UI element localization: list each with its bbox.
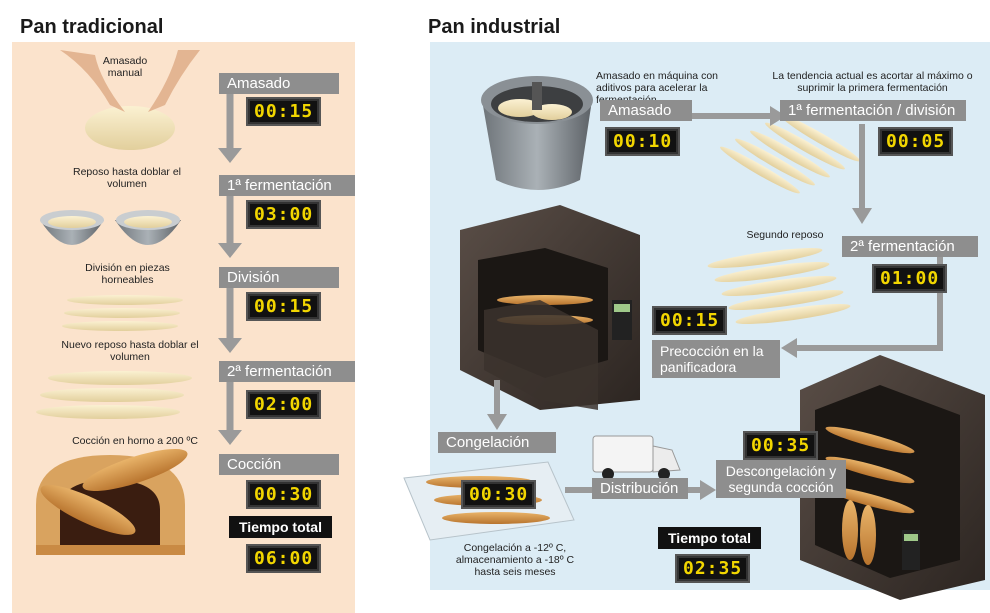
- mixer-illustration: [481, 76, 593, 190]
- step-label-industrial-second-fermentation: 2ª fermentación: [842, 236, 978, 257]
- caption-trend: La tendencia actual es acortar al máximo…: [772, 70, 973, 94]
- traditional-total-label: Tiempo total: [229, 516, 332, 538]
- timer-first-fermentation-division: 00:05: [878, 127, 954, 156]
- timer-second-fermentation: 02:00: [246, 390, 322, 419]
- step-label-division: División: [219, 267, 339, 288]
- step-label-freezing: Congelación: [438, 432, 556, 453]
- traditional-title: Pan tradicional: [20, 16, 164, 38]
- precook-oven-illustration: [460, 205, 640, 410]
- step-label-precook: Precocción en la panificadora: [652, 340, 780, 378]
- risen-loaves-illustration: [36, 371, 192, 419]
- timer-freezing: 00:30: [461, 480, 537, 509]
- caption-manual-kneading: Amasado manual: [102, 55, 148, 79]
- caption-rest2: Nuevo reposo hasta doblar el volumen: [61, 339, 199, 363]
- caption-division: División en piezas horneables: [85, 262, 170, 286]
- timer-division: 00:15: [246, 292, 322, 321]
- caption-machine-kneading: Amasado en máquina con aditivos para ace…: [596, 70, 718, 106]
- caption-second-rest: Segundo reposo: [746, 229, 824, 241]
- industrial-title: Pan industrial: [428, 16, 561, 38]
- step-label-distribution: Distribución: [592, 478, 688, 499]
- timer-first-fermentation: 03:00: [246, 200, 322, 229]
- dough-pieces-illustration: [62, 295, 183, 331]
- second-rest-baguettes-illustration: [707, 247, 851, 325]
- caption-baking: Cocción en horno a 200 ºC: [72, 435, 198, 447]
- step-label-baking: Cocción: [219, 454, 339, 475]
- step-label-kneading: Amasado: [219, 73, 339, 94]
- timer-kneading: 00:15: [246, 97, 322, 126]
- delivery-van-illustration: [592, 435, 681, 480]
- timer-thaw: 00:35: [743, 431, 819, 460]
- bowls-illustration: [40, 210, 181, 245]
- step-label-thaw: Descongelación y segunda cocción: [716, 460, 846, 498]
- industrial-total-timer: 02:35: [675, 554, 751, 583]
- kneading-hands-illustration: [60, 50, 200, 150]
- brick-oven-illustration: [36, 448, 188, 555]
- caption-rest: Reposo hasta doblar el volumen: [73, 166, 181, 190]
- industrial-total-label: Tiempo total: [658, 527, 761, 549]
- divided-baguettes-illustration: [720, 114, 860, 194]
- timer-baking: 00:30: [246, 480, 322, 509]
- traditional-flow-arrow: [218, 93, 242, 445]
- timer-precook: 00:15: [652, 306, 728, 335]
- traditional-total-timer: 06:00: [246, 544, 322, 573]
- timer-machine-kneading: 00:10: [605, 127, 681, 156]
- caption-freezing: Congelación a -12º C, almacenamiento a -…: [455, 542, 575, 578]
- step-label-machine-kneading: Amasado: [600, 100, 692, 121]
- final-oven-illustration: [800, 355, 985, 600]
- step-label-first-fermentation: 1ª fermentación: [219, 175, 355, 196]
- timer-industrial-second-fermentation: 01:00: [872, 264, 948, 293]
- step-label-first-fermentation-division: 1ª fermentación / división: [780, 100, 966, 121]
- step-label-second-fermentation: 2ª fermentación: [219, 361, 355, 382]
